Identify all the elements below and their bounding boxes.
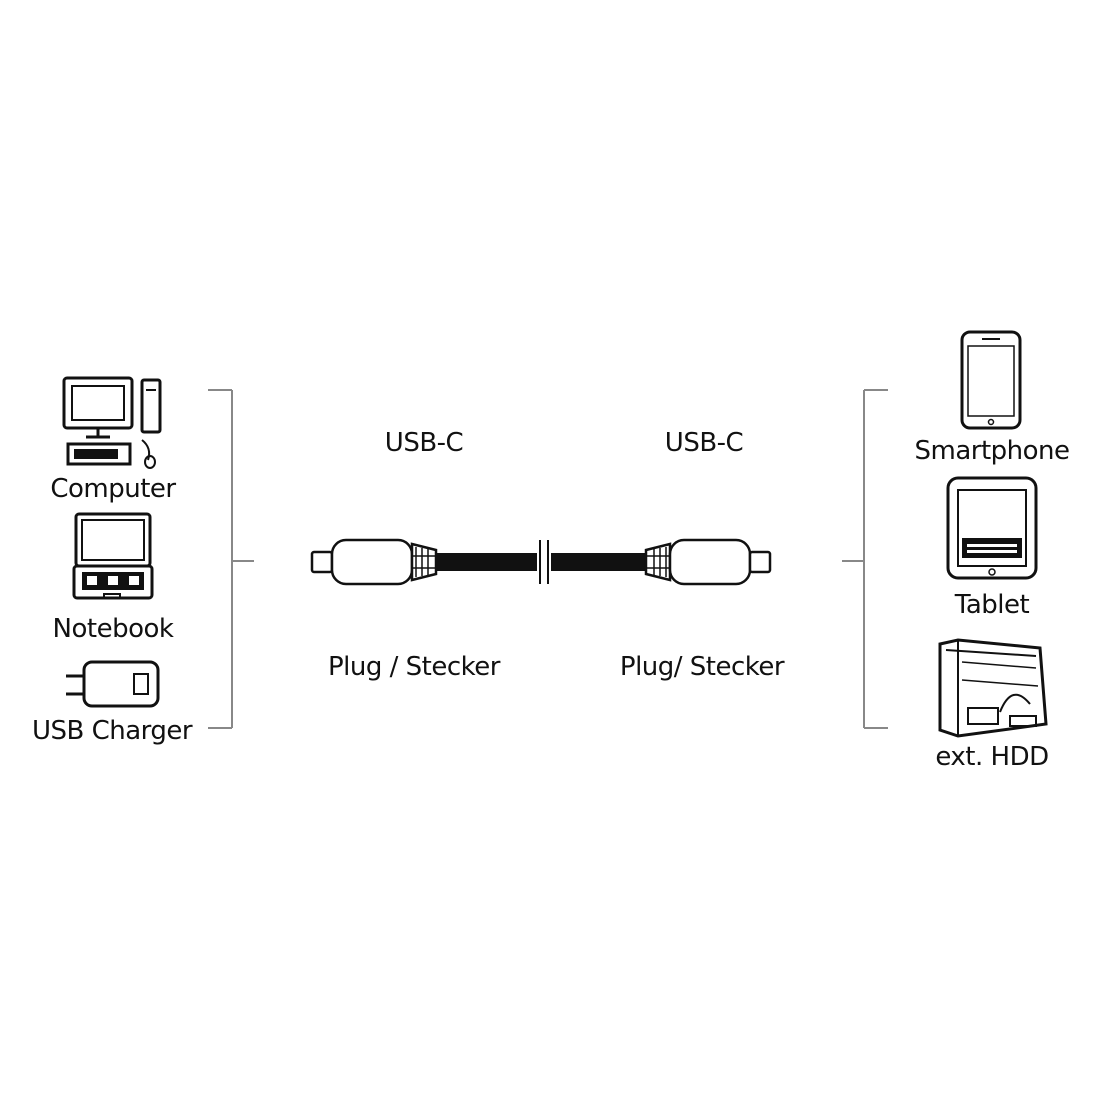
external-hdd-icon: [938, 638, 1048, 738]
smartphone-label: Smartphone: [914, 436, 1070, 466]
left-connector-type: USB-C: [384, 428, 464, 458]
ext-hdd-label: ext. HDD: [935, 742, 1049, 772]
computer-icon: [62, 376, 162, 469]
notebook-label: Notebook: [52, 614, 174, 644]
left-bracket: [208, 389, 254, 729]
notebook-icon: [72, 512, 154, 600]
smartphone-icon: [960, 330, 1022, 430]
usb-charger-icon: [66, 660, 160, 708]
tablet-label: Tablet: [954, 590, 1030, 620]
computer-label: Computer: [50, 474, 176, 504]
left-usb-c-plug-icon: [310, 538, 438, 586]
right-bracket: [842, 389, 888, 729]
usb-charger-label: USB Charger: [31, 716, 193, 746]
right-connector-gender: Plug/ Stecker: [619, 652, 785, 682]
tablet-icon: [946, 476, 1038, 580]
cable-break: [539, 540, 549, 584]
left-connector-gender: Plug / Stecker: [328, 652, 500, 682]
right-usb-c-plug-icon: [644, 538, 772, 586]
right-connector-type: USB-C: [664, 428, 744, 458]
